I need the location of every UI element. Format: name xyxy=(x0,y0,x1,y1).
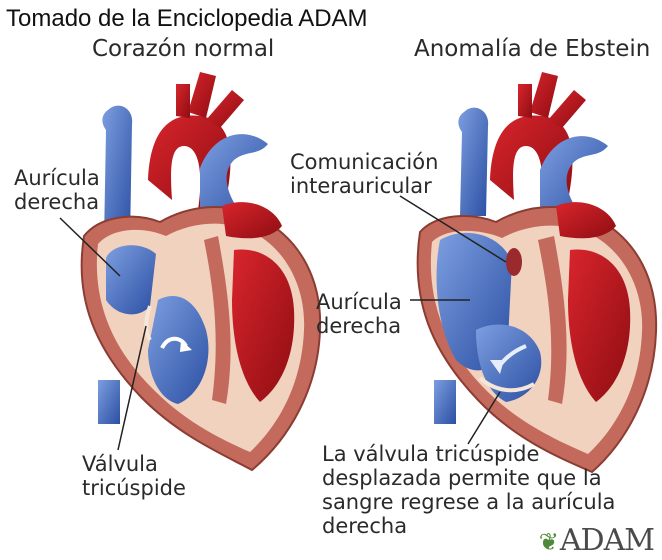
aortic-branch xyxy=(530,72,558,118)
atrial-septal-defect xyxy=(506,248,522,276)
label-right-atrium-normal: Aurícula derecha xyxy=(14,166,100,214)
ebstein-heart xyxy=(400,72,656,472)
aortic-branch xyxy=(176,84,190,118)
label-atrial-septal-defect: Comunicación interauricular xyxy=(290,150,438,198)
panel-title-ebstein: Anomalía de Ebstein xyxy=(414,36,650,62)
adam-logo: ❦ADAM xyxy=(539,523,654,558)
aortic-branch xyxy=(518,84,532,118)
label-right-atrium-ebstein: Aurícula derecha xyxy=(316,290,402,338)
source-caption: Tomado de la Enciclopedia ADAM xyxy=(6,5,368,33)
leaf-icon: ❦ xyxy=(539,528,558,556)
label-tricuspid-valve: Válvula tricúspide xyxy=(82,452,186,500)
aortic-branch xyxy=(206,90,244,128)
inferior-vena-cava xyxy=(98,380,120,424)
aortic-branch xyxy=(188,72,216,118)
left-atrium xyxy=(556,202,616,238)
right-atrium xyxy=(106,245,156,314)
aortic-branch xyxy=(548,90,586,128)
inferior-vena-cava xyxy=(434,380,456,424)
superior-vena-cava xyxy=(458,108,488,216)
panel-title-normal: Corazón normal xyxy=(92,36,274,62)
left-atrium xyxy=(222,202,282,238)
normal-heart xyxy=(60,72,320,470)
